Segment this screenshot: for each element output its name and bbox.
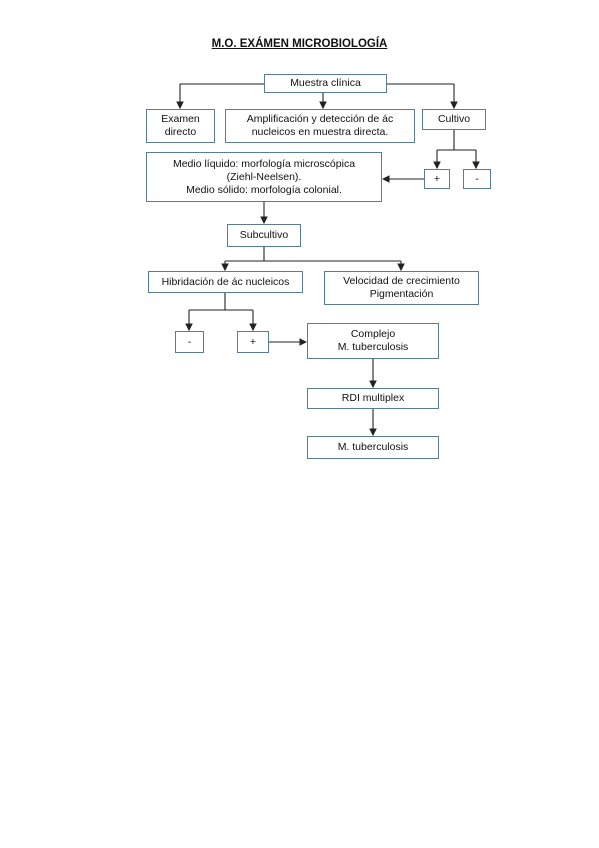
node-cultivo-positive: + (424, 169, 450, 189)
node-m-tuberculosis: M. tuberculosis (307, 436, 439, 459)
node-examen-directo: Examen directo (146, 109, 215, 143)
node-subcultivo: Subcultivo (227, 224, 301, 247)
node-hibridacion-positive: + (237, 331, 269, 353)
node-rdi-multiplex: RDI multiplex (307, 388, 439, 409)
node-complejo: Complejo M. tuberculosis (307, 323, 439, 359)
node-amplificacion: Amplificación y detección de ác nucleico… (225, 109, 415, 143)
node-hibridacion: Hibridación de ác nucleicos (148, 271, 303, 293)
node-velocidad: Velocidad de crecimiento Pigmentación (324, 271, 479, 305)
node-cultivo: Cultivo (422, 109, 486, 130)
node-hibridacion-negative: - (175, 331, 204, 353)
node-muestra-clinica: Muestra clínica (264, 74, 387, 93)
node-medio: Medio líquido: morfología microscópica (… (146, 152, 382, 202)
node-cultivo-negative: - (463, 169, 491, 189)
page-title: M.O. EXÁMEN MICROBIOLOGÍA (211, 38, 388, 50)
